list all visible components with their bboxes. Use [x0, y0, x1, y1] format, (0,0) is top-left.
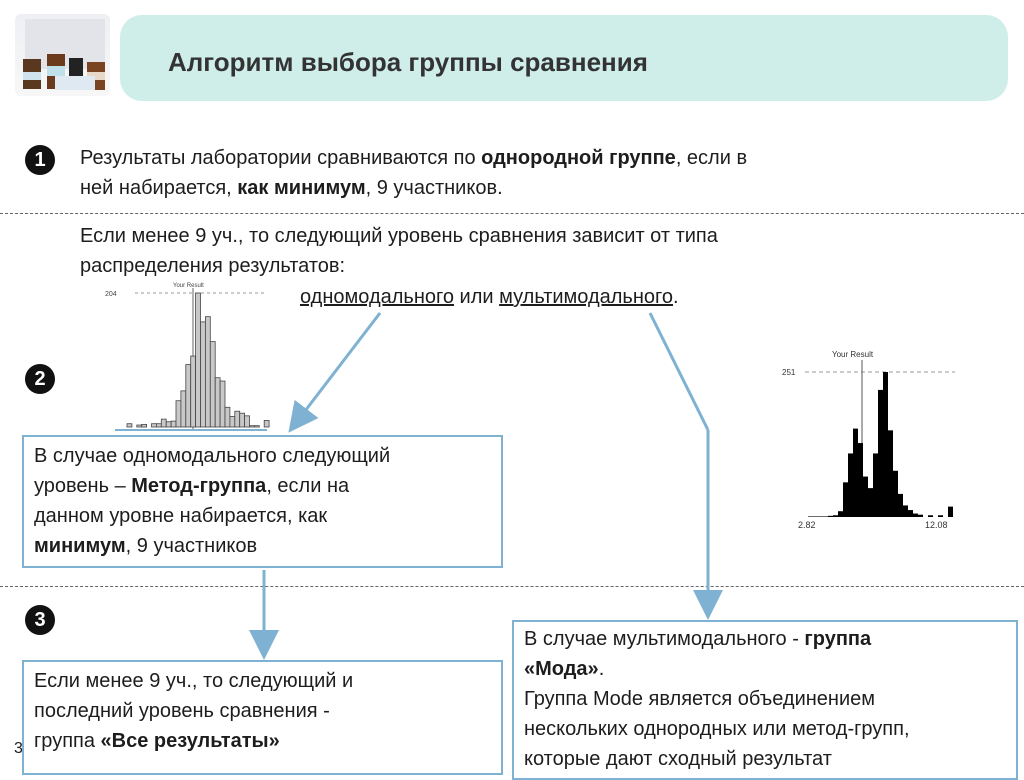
histogram-bar [928, 515, 933, 517]
slide-number: 3 [14, 740, 23, 757]
x-max-label: 12.08 [925, 520, 948, 530]
histogram-bar [938, 515, 943, 517]
histogram-bar [141, 423, 148, 428]
histogram-bar [893, 470, 898, 517]
histogram-bar [903, 505, 908, 517]
hist-max-label: 204 [105, 291, 117, 298]
step1-text: Результаты лаборатории сравниваются по о… [80, 147, 748, 199]
histogram-bar [908, 510, 913, 517]
histogram-bar [873, 453, 878, 517]
histogram-bar [808, 516, 813, 517]
histogram-bar [219, 380, 226, 428]
page-title: Алгоритм выбора группы сравнения [168, 47, 648, 77]
your-result-label: Your Result [173, 283, 204, 289]
histogram-bar [253, 425, 260, 428]
histogram-bar [818, 516, 823, 517]
arrow-to-method-group [288, 312, 382, 433]
step-3-badge: 3 [25, 605, 55, 635]
divider [0, 213, 1024, 214]
divider [0, 586, 1024, 587]
histogram-bar [863, 476, 868, 517]
histogram-bar [813, 516, 818, 517]
histogram-bar [848, 453, 853, 517]
step2-text: Если менее 9 уч., то следующий уровень с… [80, 225, 718, 277]
histogram-bar [853, 428, 858, 517]
histogram-bar [838, 511, 843, 517]
hist-max-label: 251 [782, 368, 796, 377]
step-2-badge: 2 [25, 364, 55, 394]
all-results-box: Если менее 9 уч., то следующий и последн… [22, 660, 503, 775]
histogram-bar [126, 423, 133, 428]
histogram-bar [878, 389, 883, 517]
histogram-bar [823, 516, 828, 517]
multimodal-histogram: 251 Your Result 2.82 12.08 [782, 350, 955, 530]
histogram-bar [888, 430, 893, 517]
lab-bottles-image [15, 14, 110, 96]
histogram-bar [868, 488, 873, 517]
arrow-to-mode [648, 312, 710, 431]
distribution-types: одномодального или мультимодального. [300, 286, 679, 308]
histogram-bar [883, 372, 888, 517]
title-banner [120, 15, 1008, 101]
histogram-bar [898, 493, 903, 517]
step-1-badge: 1 [25, 145, 55, 175]
your-result-label: Your Result [832, 350, 874, 359]
method-group-box: В случае одномодального следующий уровен… [22, 435, 503, 568]
histogram-bar [244, 415, 250, 428]
histogram-bar [858, 443, 863, 517]
unimodal-histogram: 204 Your Result [105, 283, 270, 431]
histogram-bar [913, 513, 918, 517]
histogram-bar [948, 506, 953, 517]
histogram-bar [843, 482, 848, 517]
x-min-label: 2.82 [798, 520, 816, 530]
histogram-bar [833, 515, 838, 517]
histogram-bar [828, 515, 833, 517]
mode-group-box: В случае мультимодального - группа «Мода… [512, 620, 1018, 780]
histogram-bar [263, 420, 270, 428]
bottles-illustration [23, 19, 105, 90]
histogram-bar [918, 514, 923, 517]
